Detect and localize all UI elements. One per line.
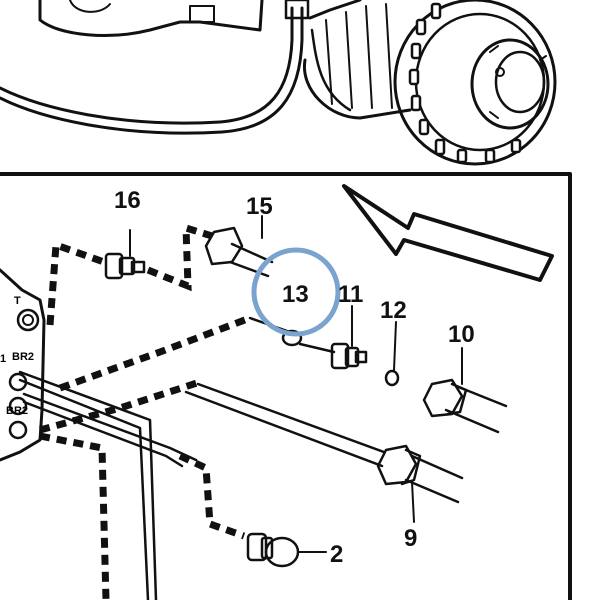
callout-10: 10: [448, 321, 475, 348]
callout-13: 13: [282, 281, 309, 308]
direction-arrow: [342, 184, 554, 282]
callout-12: 12: [380, 297, 407, 324]
hose-end-9: [376, 444, 464, 523]
callout-labels: 16 15 13 11 12 10 9 2: [114, 187, 475, 568]
detail-panel-frame: [0, 172, 572, 600]
callout-15: 15: [246, 193, 273, 220]
hose-end-15: [204, 215, 274, 278]
fitting-16: [104, 229, 146, 280]
port-label-br2-a: BR2: [12, 351, 34, 363]
port-label-t: T: [14, 295, 21, 307]
callout-9: 9: [404, 525, 417, 552]
callout-11: 11: [338, 281, 363, 308]
callout-2: 2: [330, 541, 343, 568]
port-label-br2-b: BR2: [6, 405, 28, 417]
valve-block: T 1 BR2 BR2: [0, 268, 46, 462]
port-label-1: 1: [0, 353, 6, 365]
hose-end-10: [422, 347, 508, 434]
fitting-11: [298, 305, 368, 370]
callout-16: 16: [114, 187, 141, 214]
plug-fitting-2: [246, 532, 327, 568]
o-ring-13: [281, 329, 303, 347]
highlight-circle: [251, 247, 341, 337]
dashed-pipes: [39, 223, 252, 600]
axle-hub-assembly: [0, 0, 557, 166]
o-ring-12: [384, 321, 400, 387]
solid-pipes: [18, 316, 386, 600]
